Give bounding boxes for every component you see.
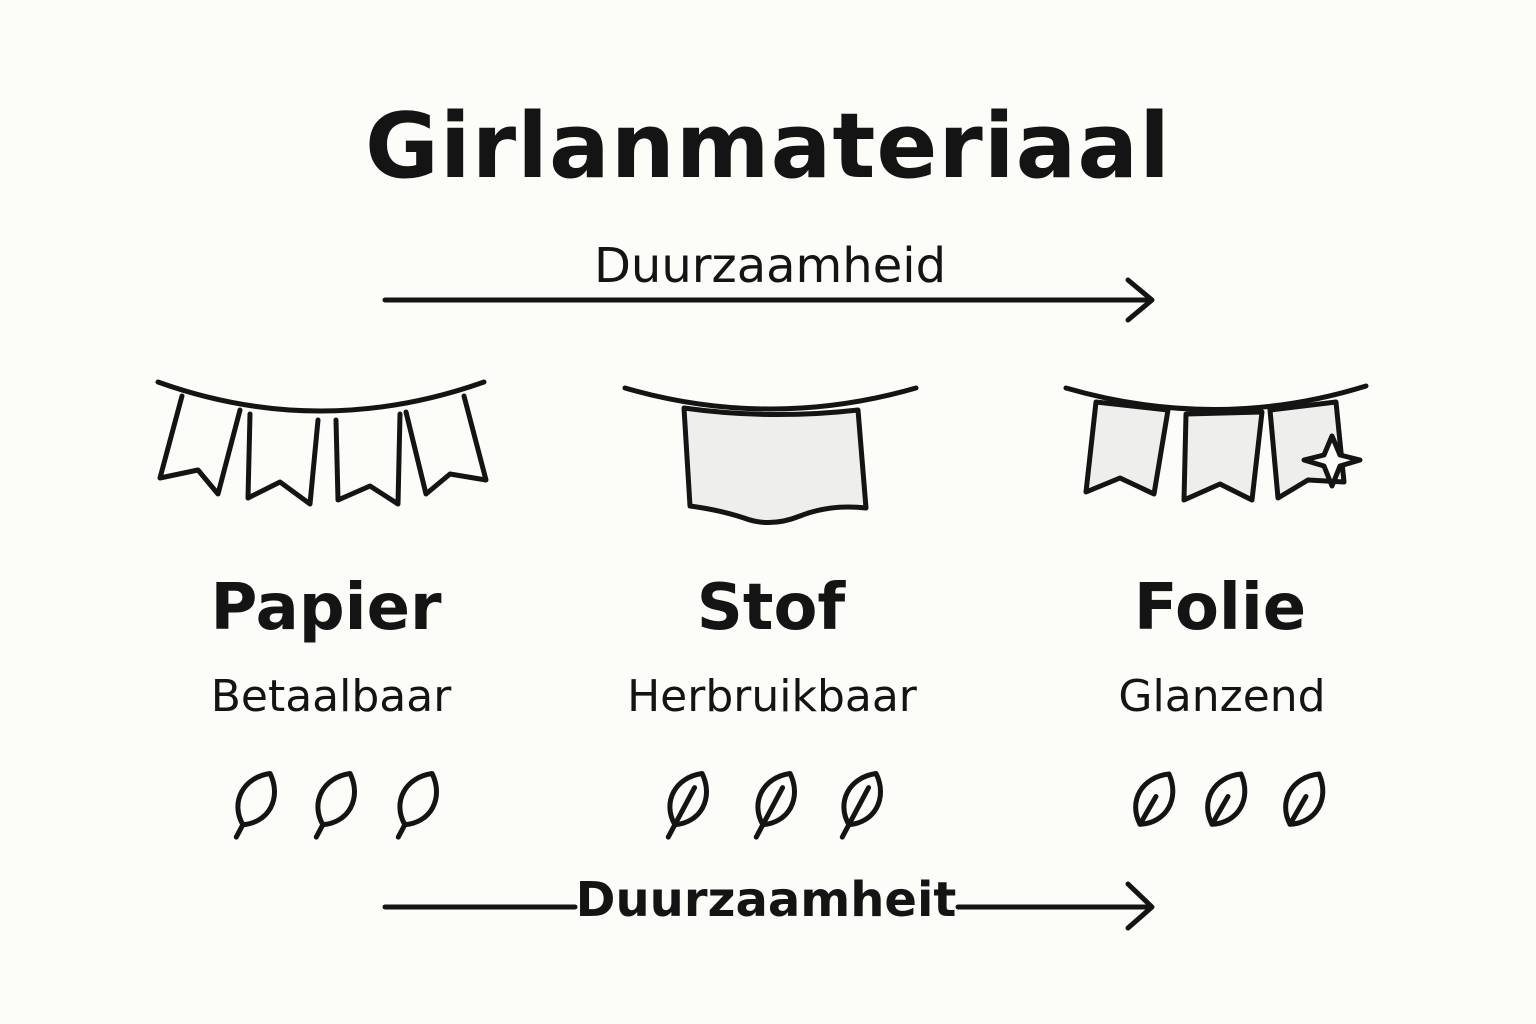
bottom-axis-label: Duurzaamheit — [575, 872, 957, 928]
paper-bunting-icon — [155, 379, 489, 507]
leaf-icon — [1133, 771, 1176, 827]
material-name-papier: Papier — [210, 571, 442, 645]
leaf-icon — [395, 771, 439, 840]
diagram-title: Girlanmateriaal — [365, 94, 1171, 199]
material-desc-stof: Herbruikbaar — [627, 671, 917, 722]
bottom-arrow — [382, 881, 1155, 931]
leaf-icon — [839, 771, 883, 840]
foil-bunting-icon — [1063, 383, 1369, 503]
leaf-icon — [665, 771, 709, 840]
leaf-icon — [1283, 771, 1326, 827]
leaf-rating-folie — [1133, 771, 1326, 827]
leaf-icon — [233, 771, 277, 840]
top-arrow — [382, 277, 1155, 323]
material-name-stof: Stof — [696, 571, 846, 645]
top-axis-label: Duurzaamheid — [593, 238, 947, 294]
leaf-rating-stof — [665, 771, 883, 840]
sparkle-icon — [1301, 433, 1363, 489]
material-desc-papier: Betaalbaar — [210, 671, 452, 722]
leaf-icon — [1205, 771, 1248, 827]
material-name-folie: Folie — [1133, 571, 1307, 645]
fabric-banner-icon — [622, 385, 919, 525]
material-desc-folie: Glanzend — [1118, 671, 1326, 722]
leaf-icon — [313, 771, 357, 840]
leaf-rating-papier — [233, 771, 439, 840]
leaf-icon — [753, 771, 797, 840]
